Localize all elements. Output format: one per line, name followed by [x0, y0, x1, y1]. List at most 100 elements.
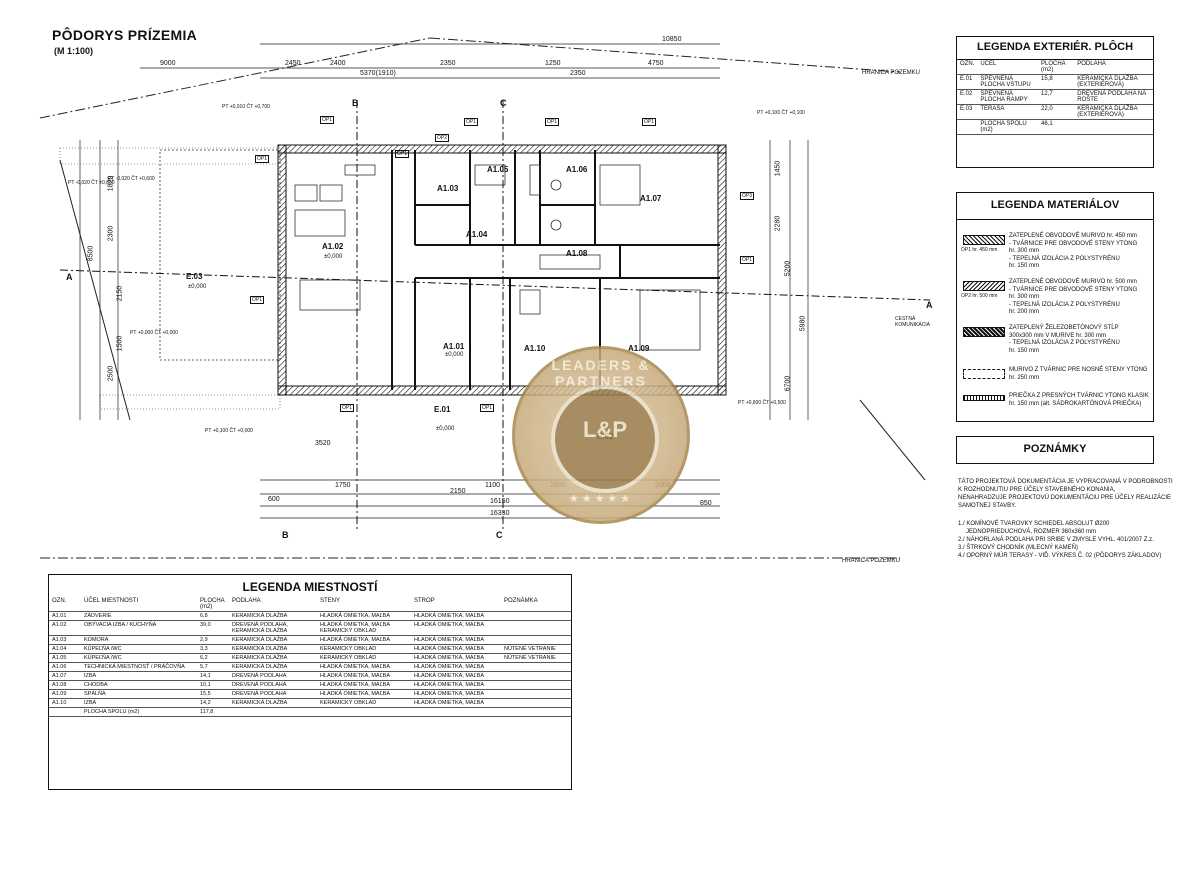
legend-exterior-title: LEGENDA EXTERIÉR. PLÔCH — [957, 37, 1153, 60]
col-header: OZN. — [49, 597, 81, 612]
legend-exterior-table: OZN. ÚČEL PLOCHA (m2) PODLAHA E.01 SPEVN… — [957, 60, 1153, 135]
col-header: PODLAHA — [1074, 60, 1153, 75]
room-level-e01: ±0,000 — [436, 426, 455, 432]
dim-right: 6700 — [784, 375, 792, 392]
material-swatch — [963, 395, 1005, 401]
material-swatch — [963, 369, 1005, 379]
section-mark-b-bottom: B — [282, 530, 289, 540]
opening-tag: OP3 — [740, 192, 755, 200]
dim-bottom: 3520 — [315, 440, 331, 447]
dim-left: 2150 — [116, 285, 124, 302]
opening-tag: OP1 — [464, 118, 479, 126]
dim-top: 4750 — [648, 60, 664, 67]
level-mark: PT -0,020 ČT ±0,000 — [68, 180, 115, 186]
material-item: PRIEČKA Z PRESNÝCH TVÁRNIC YTONG KLASIK … — [957, 391, 1153, 431]
material-item: OP2 hr. 500 mm ZATEPLENÉ OBVODOVÉ MURIVO… — [957, 277, 1153, 317]
opening-tag: OP1 — [642, 118, 657, 126]
dim-top: 5370(1910) — [360, 70, 396, 77]
section-mark-b-top: B — [352, 98, 359, 108]
room-label-a109: A1.09 — [628, 344, 650, 353]
legend-rooms: LEGENDA MIESTNOSTÍ OZN. ÚČEL MIESTNOSTI … — [48, 574, 572, 790]
road-label: CESTNÁ KOMUNIKÁCIA — [895, 316, 931, 328]
dim-bottom: 600 — [268, 496, 280, 503]
material-item: ZATEPLENÝ ŽELEZOBETÓNOVÝ STĹP 300x300 mm… — [957, 323, 1153, 363]
legend-exterior: LEGENDA EXTERIÉR. PLÔCH OZN. ÚČEL PLOCHA… — [956, 36, 1154, 168]
legend-rooms-table: OZN. ÚČEL MIESTNOSTI PLOCHA (m2) PODLAHA… — [49, 597, 571, 717]
table-row: E.01 SPEVNENÁ PLOCHA VSTUPU 15,8 KERAMIC… — [957, 74, 1153, 90]
drawing-title: PÔDORYS PRÍZEMIA — [52, 27, 198, 43]
opening-tag: OP1 — [545, 118, 560, 126]
room-label-a105: A1.05 — [487, 165, 509, 174]
notes-item: 3./ ŠTRKOVÝ CHODNÍK (MLECNÝ KAMEŇ) — [958, 545, 1079, 551]
room-level-e03: ±0,000 — [188, 284, 207, 290]
section-mark-c-top: C — [500, 98, 507, 108]
dim-top: 2400 — [330, 60, 346, 67]
dim-top: 2450 — [285, 60, 301, 67]
material-description: ZATEPLENÉ OBVODOVÉ MURIVO hr. 500 mm - T… — [1009, 279, 1138, 315]
material-swatch — [963, 281, 1005, 291]
material-code: OP2 hr. 500 mm — [961, 293, 998, 299]
table-total-row: PLOCHA SPOLU (m2) 46,1 — [957, 119, 1153, 135]
room-label-a101: A1.01 — [443, 342, 465, 351]
opening-tag: OP2 — [435, 134, 450, 142]
dim-bottom: 16330 — [490, 510, 510, 517]
col-header: ÚČEL MIESTNOSTI — [81, 597, 197, 612]
dim-bottom: 1750 — [335, 482, 351, 489]
notes-item: 2./ NÁHORLANÁ PODLAHA PRI SRIBE V ZMYSLE… — [958, 537, 1154, 543]
cell: KERAMICKÁ DLAŽBA (EXTERIÉROVÁ) — [1074, 74, 1153, 90]
level-mark: PT +0,010 ČT +0,700 — [222, 104, 270, 110]
dim-bottom: 1100 — [485, 482, 501, 489]
cell: 22,0 — [1038, 104, 1075, 120]
notes-body: TÁTO PROJEKTOVÁ DOKUMENTÁCIA JE VYPRACOV… — [958, 478, 1173, 560]
notes-line: SAMOTNEJ STAVBY. — [958, 503, 1017, 509]
level-mark: PT +0,600 ČT +0,500 — [738, 400, 786, 406]
cell: E.02 — [957, 89, 978, 105]
col-header: STENY — [317, 597, 411, 612]
watermark-logo: L&P — [583, 417, 627, 442]
section-mark-a-right: A — [926, 300, 933, 310]
dim-left: 2300 — [107, 225, 115, 242]
dim-bottom: 16150 — [490, 498, 510, 505]
notes-header-box: POZNÁMKY — [956, 436, 1154, 464]
boundary-label-bottom: HRANICA POZEMKU — [842, 558, 901, 564]
room-label-a107: A1.07 — [640, 194, 662, 203]
cell: SPEVNENÁ PLOCHA VSTUPU — [977, 74, 1038, 90]
legend-materials: LEGENDA MATERIÁLOV OP1 hr. 450 mm ZATEPL… — [956, 192, 1154, 422]
room-level-a101: ±0,000 — [445, 352, 464, 358]
notes-item: 4./ OPORNÝ MÚR TERASY - VIĎ. VÝKRES Č. 0… — [958, 553, 1162, 559]
col-header: OZN. — [957, 60, 978, 75]
dim-left: 8500 — [87, 245, 95, 262]
legend-materials-title: LEGENDA MATERIÁLOV — [957, 193, 1153, 220]
dim-right: 2280 — [774, 215, 782, 232]
opening-tag: OP1 — [340, 404, 355, 412]
room-label-a102: A1.02 — [322, 242, 344, 251]
interior-walls — [391, 150, 720, 390]
col-header: PLOCHA (m2) — [197, 597, 229, 612]
material-code: OP1 hr. 450 mm — [961, 247, 998, 253]
total-label: PLOCHA SPOLU (m2) — [977, 119, 1038, 135]
dim-bottom: 2150 — [450, 488, 466, 495]
dim-right: 1450 — [774, 160, 782, 177]
cell: SPEVNENÁ PLOCHA RAMPY — [977, 89, 1038, 105]
level-mark: PT +0,100 ČT +0,100 — [757, 110, 805, 116]
legend-rooms-title: LEGENDA MIESTNOSTÍ — [242, 580, 378, 594]
room-label-e01: E.01 — [434, 405, 451, 414]
notes-item: 1./ KOMÍNOVÉ TVAROVKY SCHIEDEL ABSOLUT Ø… — [958, 521, 1110, 527]
room-label-a104: A1.04 — [466, 230, 488, 239]
notes-line: NENAHRADZUJE PROJEKTOVÚ DOKUMENTÁCIU PRE… — [958, 495, 1172, 501]
dim-right: 5200 — [784, 260, 792, 277]
dim-top: 1250 — [545, 60, 561, 67]
section-mark-c-bottom: C — [496, 530, 503, 540]
watermark-seal: LEADERS & PARTNERS L&P ★★★★★ — [512, 346, 690, 524]
cell: DREVENÁ PODLAHA NA ROŠTE — [1074, 89, 1153, 105]
opening-tag: OP1 — [740, 256, 755, 264]
